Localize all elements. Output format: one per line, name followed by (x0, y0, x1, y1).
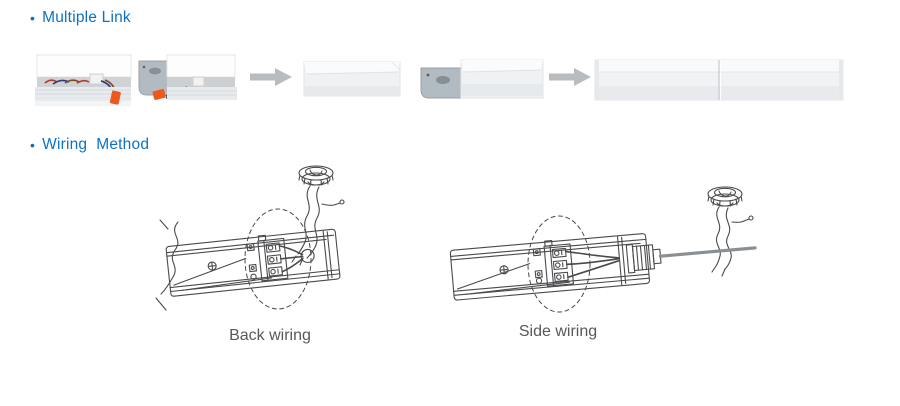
section-heading-wiring-method: • Wiring Method (30, 136, 149, 154)
orange-push-connector (109, 90, 121, 105)
side-cable-gland (625, 244, 662, 274)
bullet-icon: • (30, 10, 36, 26)
section-title-multiple-link: Multiple Link (42, 9, 131, 26)
white-connector (89, 73, 104, 85)
back-wiring-diagram (155, 165, 345, 311)
fixture-body (165, 228, 341, 297)
side-wiring-caption: Side wiring (518, 323, 598, 340)
arrow-right-icon (250, 68, 292, 86)
side-wiring-diagram (449, 186, 757, 313)
terminal-wires (278, 245, 304, 273)
fixture-body (449, 233, 757, 301)
arrow-right-icon (549, 68, 591, 86)
gland-wires (711, 206, 754, 277)
right-fixture-end (138, 54, 237, 100)
back-wiring-caption: Back wiring (229, 327, 311, 344)
cable-gland-sketch (298, 165, 334, 186)
power-cable (658, 246, 757, 258)
photo-closed-fixture (303, 61, 401, 97)
photo-linked-fixtures (594, 59, 844, 101)
highlight-ellipse (244, 208, 312, 310)
back-cable-hole (300, 248, 315, 264)
photo-open-fixture-ends (35, 54, 237, 106)
section-title-wiring-method: Wiring Method (42, 136, 150, 153)
white-connector (192, 76, 205, 87)
highlight-ellipse (527, 215, 591, 313)
orange-push-connector (152, 88, 166, 100)
cable-gland-sketch (707, 186, 743, 207)
bullet-icon: • (30, 137, 36, 153)
section-heading-multiple-link: • Multiple Link (30, 9, 131, 27)
gland-wires (291, 185, 345, 266)
left-fixture-end (35, 54, 132, 106)
screw (499, 265, 509, 275)
terminal-block (257, 234, 289, 282)
terminal-wires (564, 250, 620, 279)
screw (207, 261, 217, 271)
photo-fixture-with-bracket (420, 59, 544, 99)
